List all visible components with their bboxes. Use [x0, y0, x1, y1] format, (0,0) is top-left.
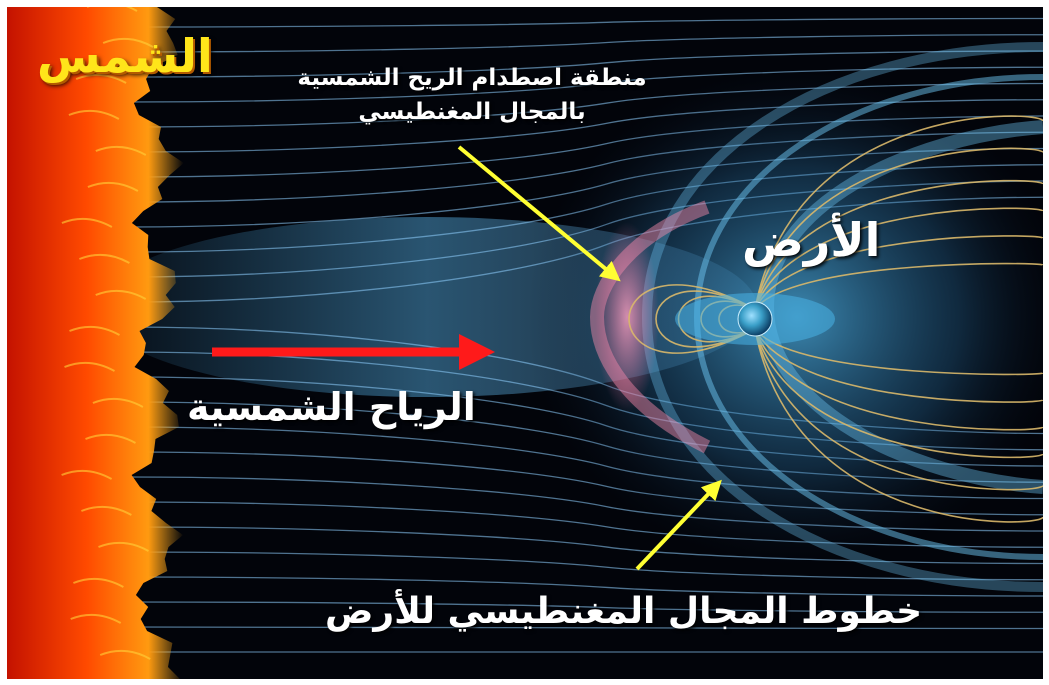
streamline: [126, 66, 1043, 103]
collision-zone-label: منطقة اصطدام الريح الشمسية بالمجال المغن…: [277, 61, 667, 129]
tail-field-line: [754, 147, 1043, 491]
streamline: [126, 34, 1043, 53]
earth-globe: [737, 301, 773, 337]
streamline: [126, 526, 1043, 565]
tail-field-line: [754, 207, 1043, 431]
tail-field-line: [754, 179, 1043, 459]
streamline: [126, 551, 1043, 581]
dayside-field-line: [628, 284, 756, 354]
streamline: [126, 601, 1043, 613]
field-lines-label: خطوط المجال المغنطيسي للأرض: [325, 591, 923, 632]
diagram-artwork: [7, 7, 1043, 679]
streamline: [126, 626, 1043, 630]
sun-surface: [7, 7, 184, 679]
streamline: [126, 17, 1043, 28]
field-lines-pointer-arrow: [635, 479, 722, 571]
streamline: [126, 50, 1043, 78]
streamline: [126, 576, 1043, 597]
earth-label: الأرض: [742, 213, 881, 267]
collision-label-line2: بالمجال المغنطيسي: [358, 99, 586, 125]
collision-zone-glow: [595, 222, 659, 412]
sun-label: الشمس: [37, 29, 213, 83]
tail-field-line: [754, 115, 1043, 523]
magnetosphere-diagram: الشمس منطقة اصطدام الريح الشمسية بالمجال…: [7, 7, 1043, 679]
solar-wind-label: الرياح الشمسية: [187, 385, 476, 429]
tail-field-line: [754, 235, 1043, 403]
collision-pointer-arrow: [457, 145, 621, 282]
collision-label-line1: منطقة اصطدام الريح الشمسية: [297, 65, 647, 91]
dayside-field-line: [655, 290, 756, 348]
tail-field-line: [754, 262, 1043, 376]
